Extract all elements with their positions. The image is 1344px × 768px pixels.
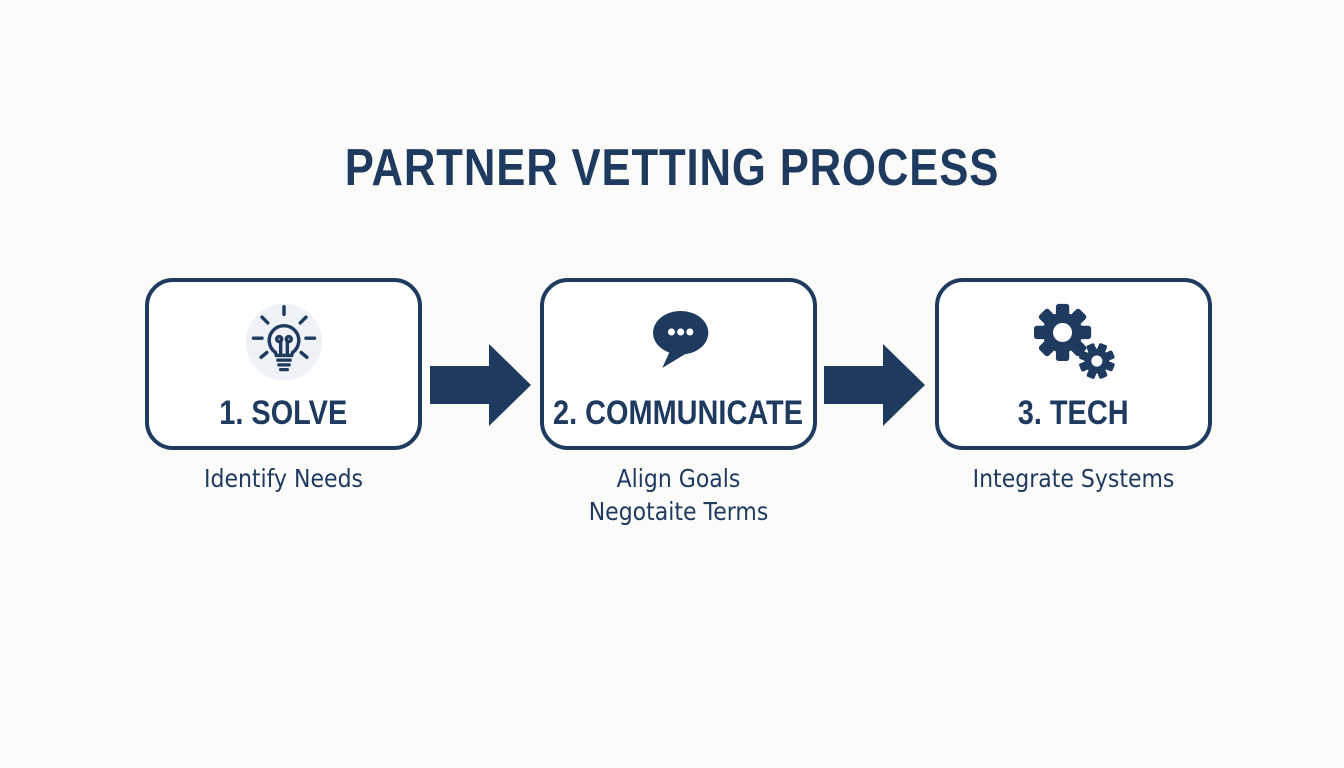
caption-line: Align Goals	[616, 464, 741, 493]
gears-icon	[1026, 300, 1122, 384]
caption-line: Integrate Systems	[972, 464, 1175, 493]
speech-bubble-icon	[631, 300, 727, 384]
step-label-solve: 1. SOLVE	[219, 393, 348, 432]
step-box-solve: 1. SOLVE	[145, 278, 422, 450]
caption-line: Identify Needs	[203, 464, 364, 493]
step-box-communicate: 2. COMMUNICATE	[540, 278, 817, 450]
diagram-title: PARTNER VETTING PROCESS	[344, 139, 1000, 197]
lightbulb-icon	[236, 300, 332, 384]
step-label-tech: 3. TECH	[1018, 393, 1129, 432]
arrow-right-icon	[824, 344, 925, 426]
caption-line: Negotaite Terms	[588, 497, 769, 526]
step-label-communicate: 2. COMMUNICATE	[553, 393, 804, 432]
step-caption-solve: Identify Needs	[145, 462, 422, 495]
step-caption-communicate: Align Goals Negotaite Terms	[540, 462, 817, 528]
step-box-tech: 3. TECH	[935, 278, 1212, 450]
step-caption-tech: Integrate Systems	[935, 462, 1212, 495]
arrow-right-icon	[430, 344, 531, 426]
